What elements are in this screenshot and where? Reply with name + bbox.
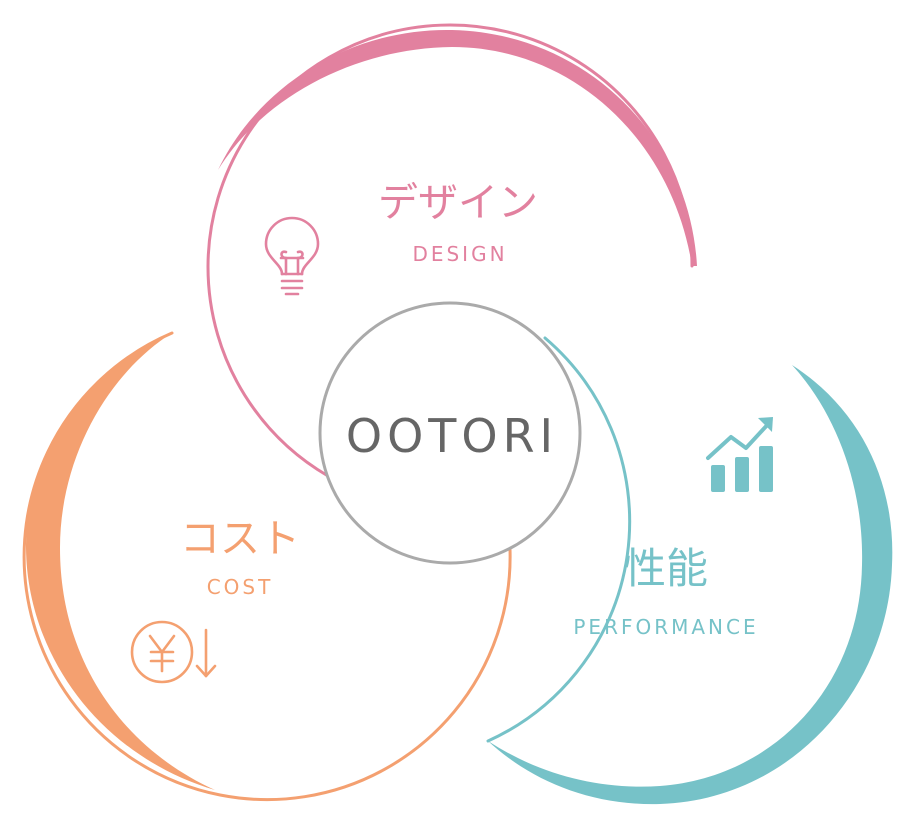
- cost-crescent: [25, 333, 215, 790]
- yen-down-icon: [130, 620, 217, 684]
- cost-title: コスト: [180, 516, 300, 562]
- center-node: OOTORI: [318, 301, 582, 565]
- performance-subtitle: PERFORMANCE: [573, 615, 758, 639]
- design-subtitle: DESIGN: [412, 242, 507, 266]
- lightbulb-icon: [264, 216, 320, 296]
- design-crescent: [218, 29, 697, 266]
- growth-chart-icon: [706, 417, 773, 492]
- design-title: デザイン: [378, 180, 538, 226]
- performance-title: 性能: [624, 544, 708, 593]
- design-ring: [206, 23, 694, 478]
- cost-subtitle: COST: [207, 575, 274, 599]
- center-label: OOTORI: [346, 409, 558, 463]
- performance-ring: [486, 336, 632, 743]
- center-circle: [318, 301, 582, 565]
- design-section: デザイン DESIGN: [206, 23, 697, 478]
- performance-section: 性能 PERFORMANCE: [486, 336, 893, 805]
- cost-section: コスト COST: [22, 331, 512, 802]
